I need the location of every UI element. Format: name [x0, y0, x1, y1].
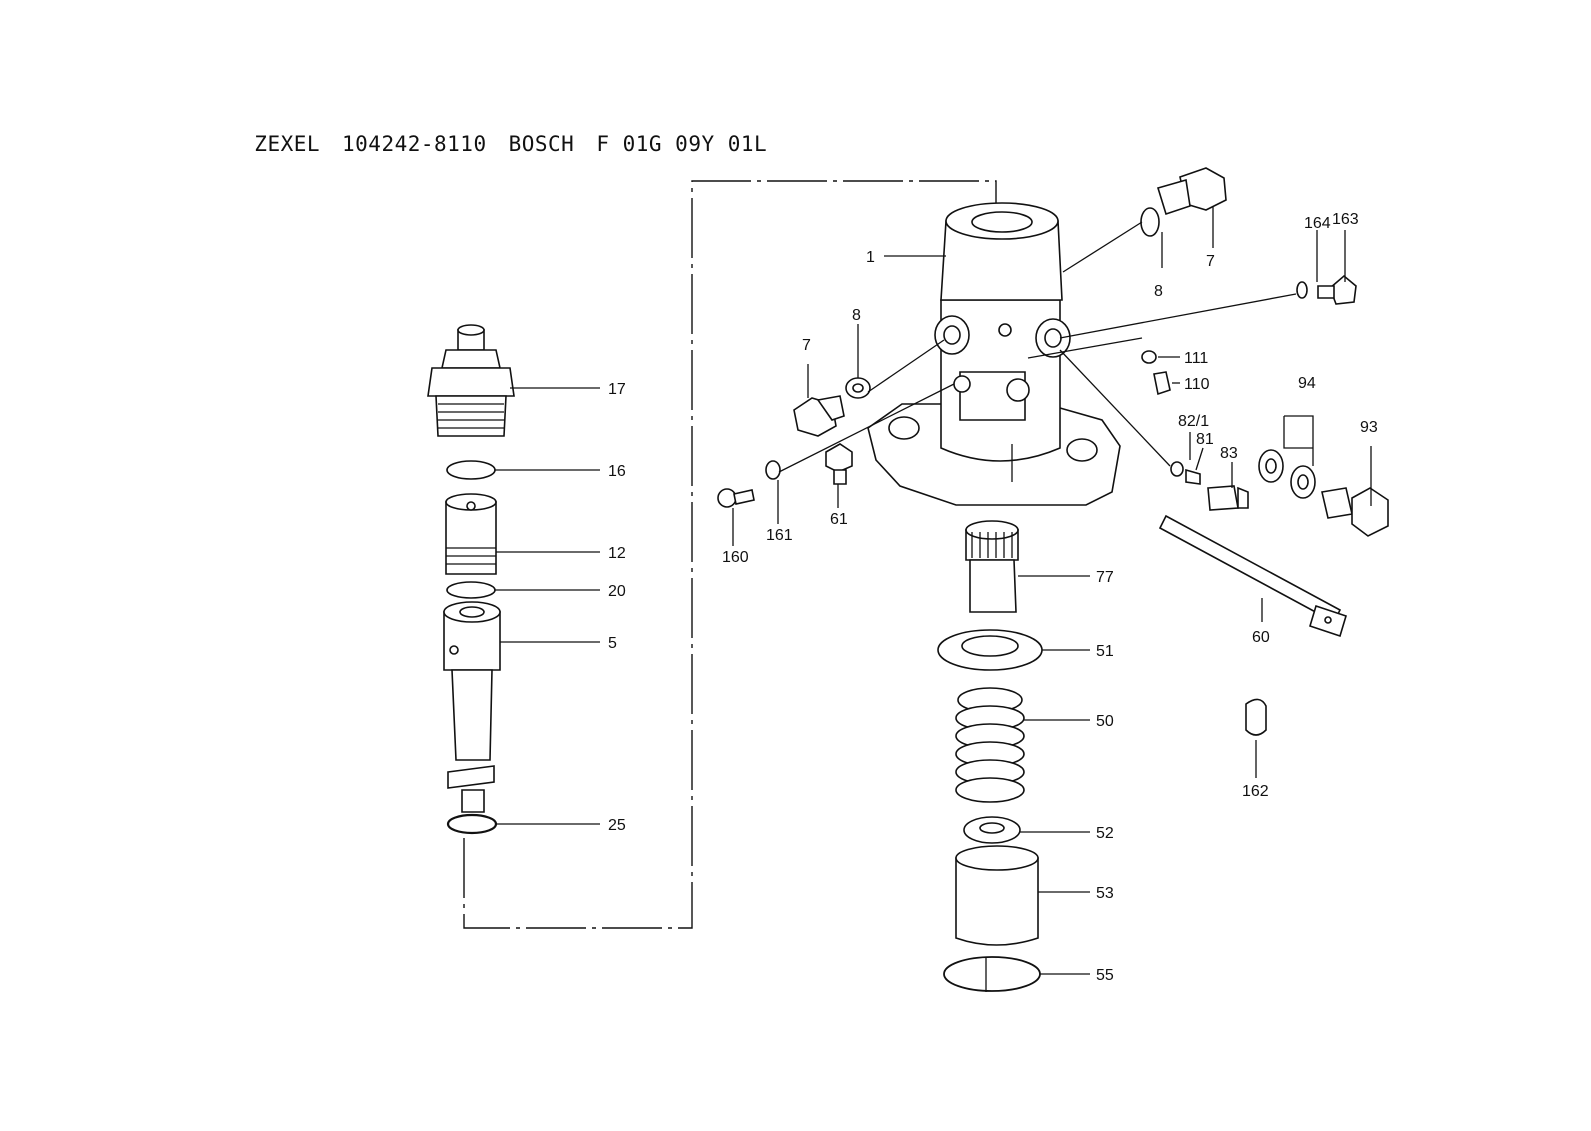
callout-7-left: 7: [802, 337, 811, 354]
maker-name: ZEXEL: [254, 132, 321, 156]
delivery-valve-holder-part: [427, 324, 515, 437]
callout-5: 5: [608, 635, 617, 652]
callout-111: 111: [1184, 350, 1208, 367]
brand-name: BOSCH: [508, 132, 575, 156]
bosch-part-number: F 01G 09Y 01L: [596, 132, 768, 156]
callout-160: 160: [722, 549, 749, 566]
leader-lines: [495, 206, 1372, 975]
callout-8-upper: 8: [1154, 283, 1163, 300]
drawing-title: ZEXEL 104242-8110 BOSCH F 01G 09Y 01L: [228, 108, 789, 156]
callout-61: 61: [830, 511, 848, 528]
assembly-line: [463, 180, 997, 929]
callout-1: 1: [866, 249, 875, 266]
snap-ring-part: [943, 956, 1041, 992]
callout-17: 17: [608, 381, 626, 398]
callout-93: 93: [1360, 419, 1378, 436]
small-screw-parts: [1141, 350, 1171, 396]
linkage-screw-parts: [1170, 461, 1249, 511]
tappet-part: [955, 845, 1039, 946]
delivery-valve-part: [445, 493, 497, 575]
callout-50: 50: [1096, 713, 1114, 730]
callout-25: 25: [608, 817, 626, 834]
callout-51: 51: [1096, 643, 1114, 660]
callout-60: 60: [1252, 629, 1270, 646]
circlip-part: [446, 813, 498, 835]
gasket-part: [446, 460, 496, 480]
key-part: [1245, 698, 1267, 736]
pump-housing-part: [867, 202, 1121, 506]
control-sleeve-part: [965, 520, 1019, 613]
lower-screw-parts: [717, 443, 853, 508]
callout-164: 164: [1304, 215, 1331, 232]
callout-53: 53: [1096, 885, 1114, 902]
banjo-bolt-parts: [1258, 449, 1389, 537]
callout-162: 162: [1242, 783, 1269, 800]
plunger-spring-part: [955, 687, 1025, 803]
callout-163: 163: [1332, 211, 1359, 228]
control-rack-part: [1158, 514, 1347, 638]
plug-screw-upper-part: [1140, 167, 1227, 237]
callout-12: 12: [608, 545, 626, 562]
callout-20: 20: [608, 583, 626, 600]
o-ring-part: [446, 581, 496, 599]
barrel-and-plunger-part: [443, 601, 501, 813]
callout-8-left: 8: [852, 307, 861, 324]
callout-83: 83: [1220, 445, 1238, 462]
callout-110: 110: [1184, 376, 1210, 393]
callout-77: 77: [1096, 569, 1114, 586]
bleed-screw-part: [1296, 274, 1357, 305]
upper-spring-seat-part: [937, 629, 1043, 671]
zexel-part-number: 104242-8110: [342, 132, 487, 156]
callout-labels: 1 8 7 164 163 111 110 82/1 81 83 94 93 8…: [608, 211, 1378, 984]
callout-161: 161: [766, 527, 793, 544]
callout-94: 94: [1298, 375, 1316, 392]
lower-spring-seat-part: [963, 816, 1021, 844]
callout-16: 16: [608, 463, 626, 480]
plug-screw-left-part: [793, 377, 871, 437]
callout-55: 55: [1096, 967, 1114, 984]
callout-52: 52: [1096, 825, 1114, 842]
callout-7-upper: 7: [1206, 253, 1215, 270]
callout-81: 81: [1196, 431, 1214, 448]
callout-82-1: 82/1: [1178, 413, 1209, 430]
